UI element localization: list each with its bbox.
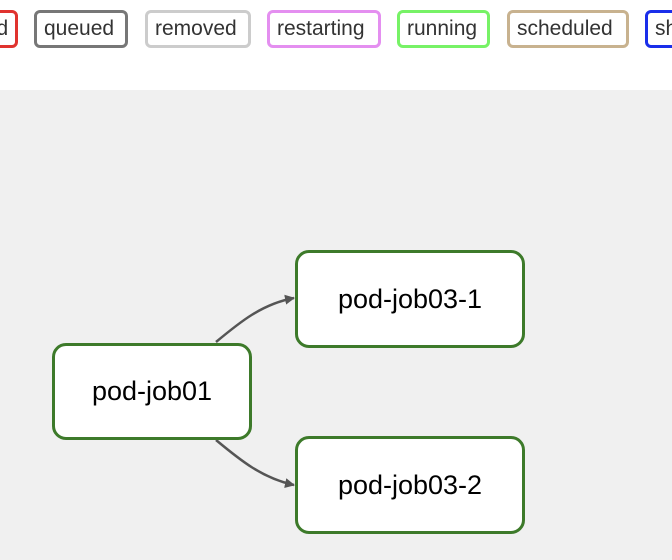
legend-failed[interactable]: failed (0, 10, 18, 48)
task-node-label: pod-job03-1 (337, 283, 483, 314)
legend-removed[interactable]: removed (145, 10, 251, 48)
task-node-label: pod-job01 (91, 376, 213, 406)
legend-shutdown[interactable]: shutdown (645, 10, 672, 48)
edge-pod-job01-to-pod-job03-2 (215, 439, 295, 488)
dag-graph-canvas[interactable]: pod-job01 pod-job03-1 pod-job03-2 (0, 90, 672, 560)
task-node-pod-job03-1[interactable]: pod-job03-1 (295, 250, 525, 348)
task-node-label: pod-job03-2 (337, 469, 483, 500)
legend-running[interactable]: running (397, 10, 490, 48)
legend-restarting[interactable]: restarting (267, 10, 381, 48)
legend-queued[interactable]: queued (34, 10, 128, 48)
state-legend: failed queued removed restarting running… (0, 0, 672, 90)
edge-pod-job01-to-pod-job03-1 (215, 294, 295, 343)
dag-edges (215, 294, 295, 488)
task-node-pod-job03-2[interactable]: pod-job03-2 (295, 436, 525, 534)
legend-scheduled[interactable]: scheduled (507, 10, 629, 48)
task-node-pod-job01[interactable]: pod-job01 (52, 343, 252, 440)
